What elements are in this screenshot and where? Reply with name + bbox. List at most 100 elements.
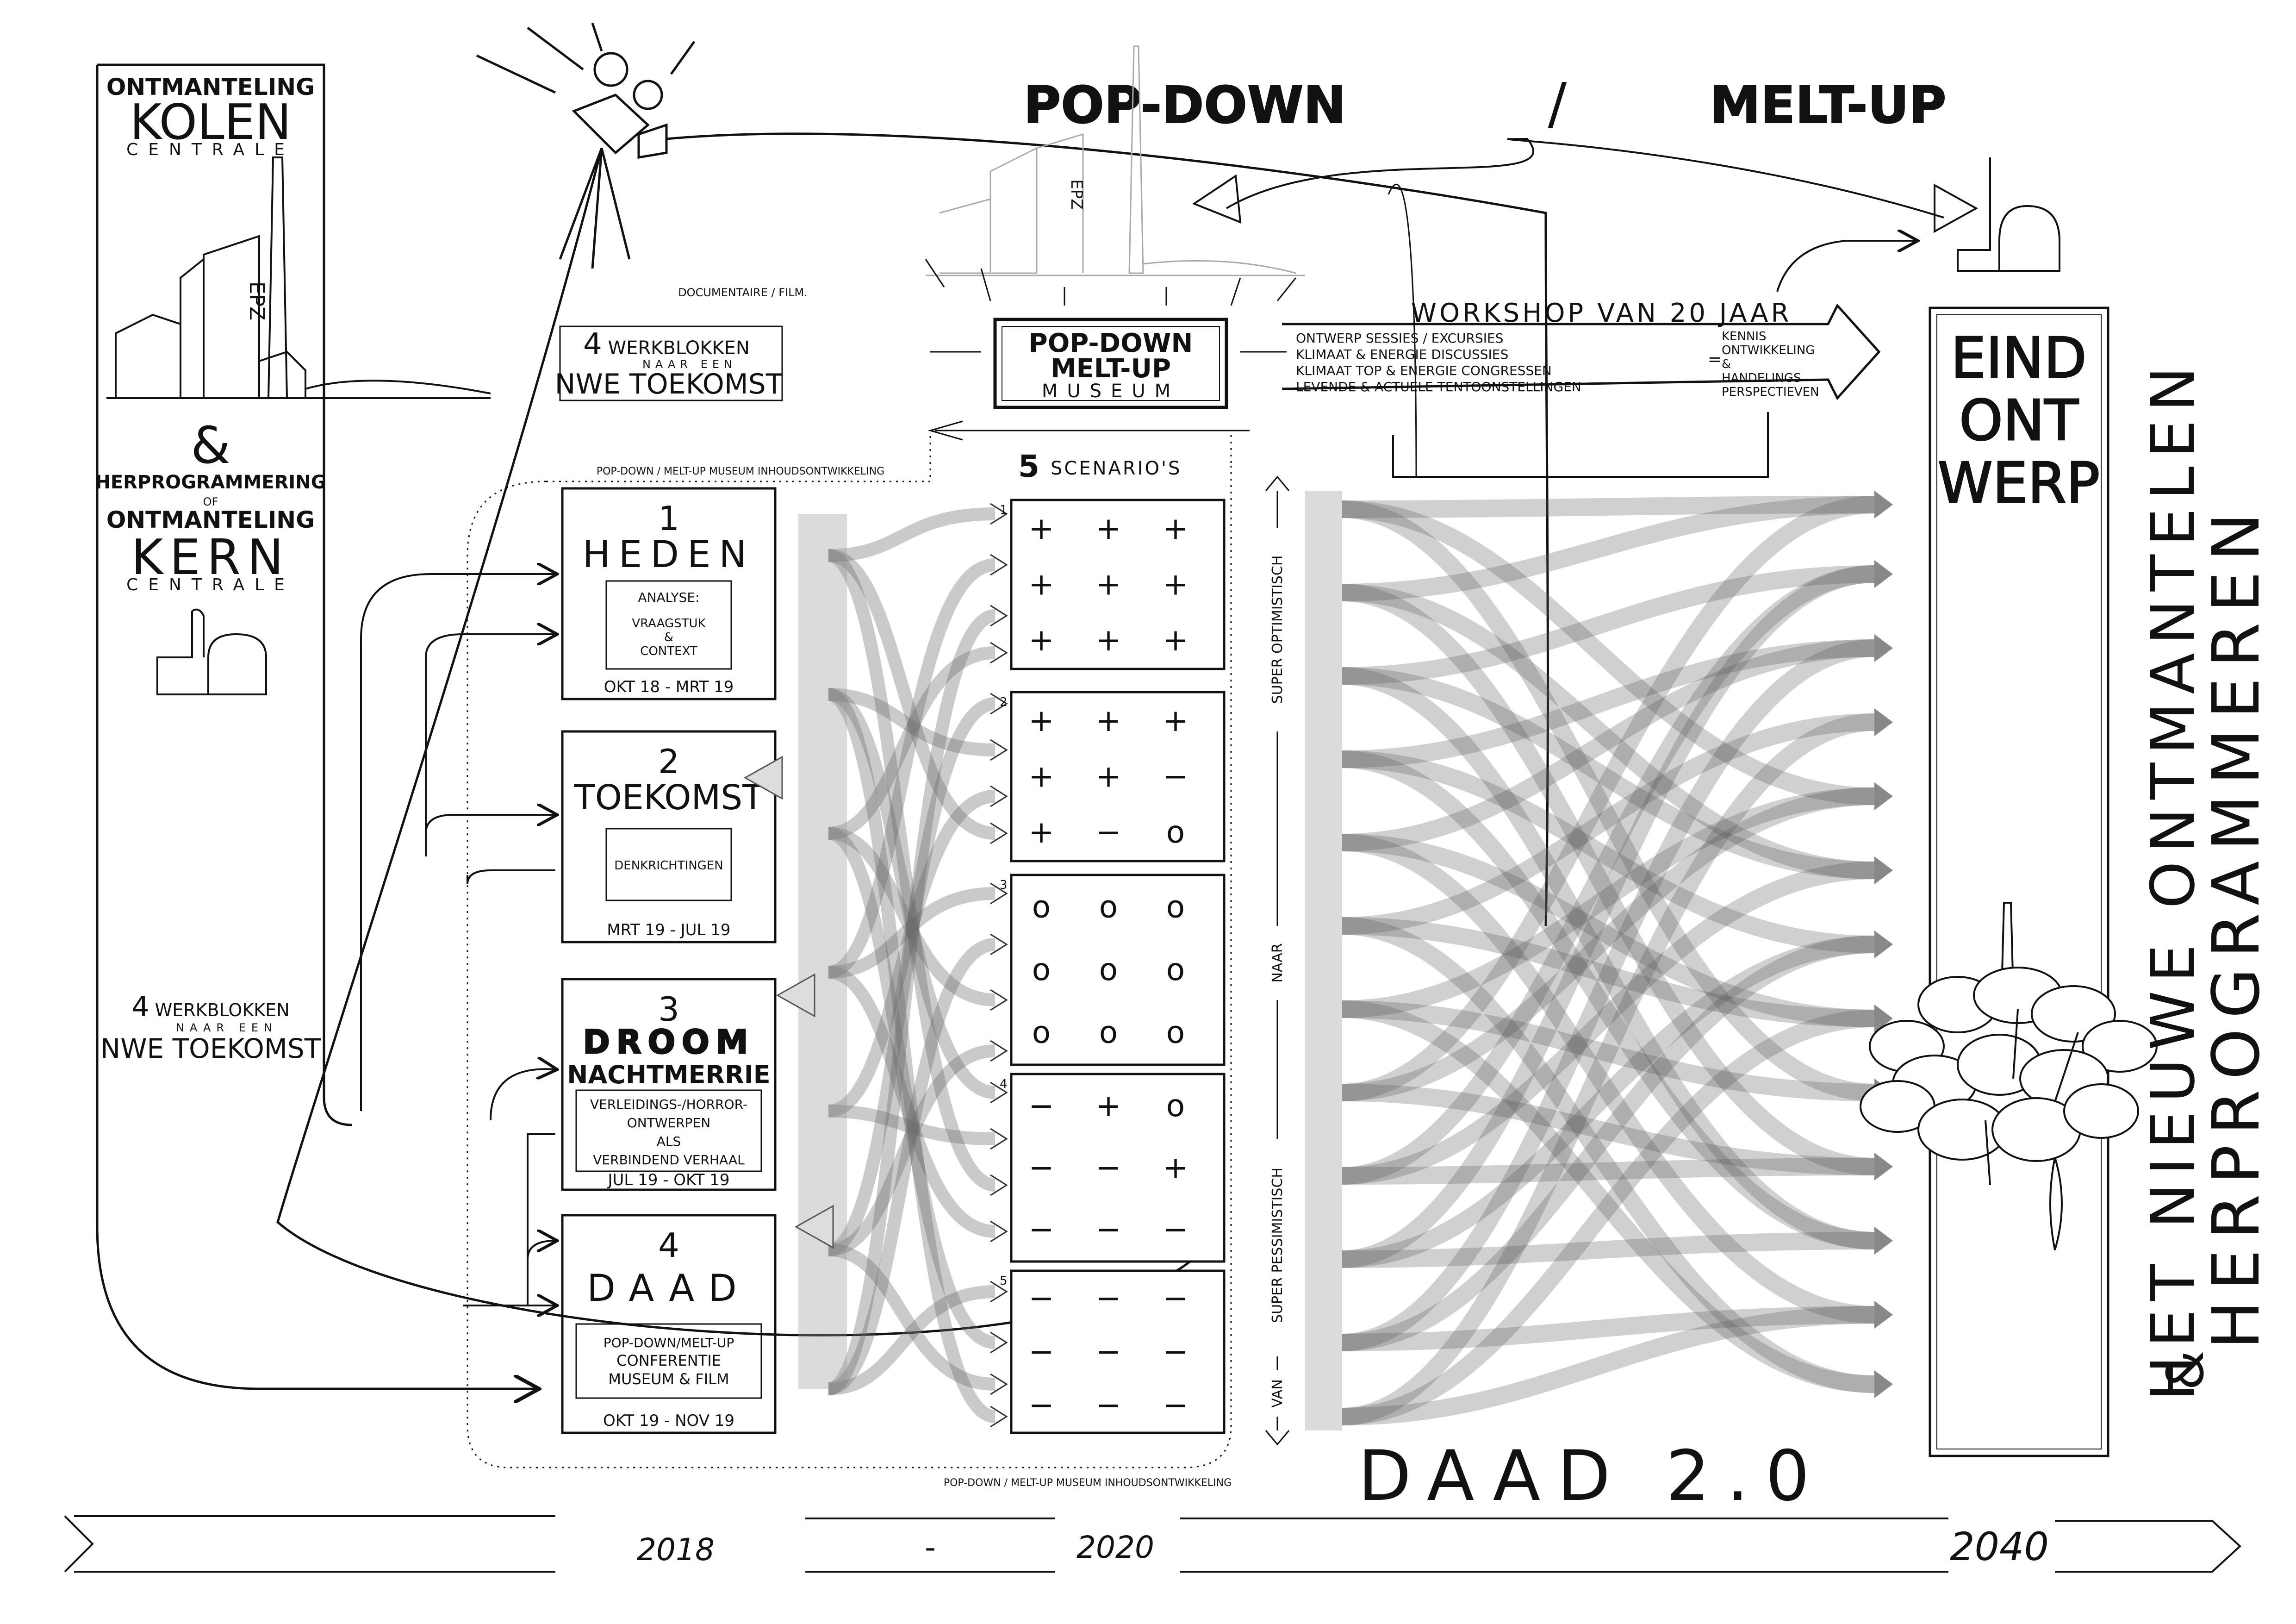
vertical-amp: & [2156,1350,2215,1390]
scenarios-header: 5 SCENARIO'S [1018,449,1180,484]
nuclear-plant-icon [156,608,267,695]
daad-flow-band [1342,1010,1875,1425]
scenario-5-num: 5 [1000,1274,1008,1288]
block-1: 1 HEDEN ANALYSE: VRAAGSTUK & CONTEXT OKT… [561,487,777,700]
flow-arrowhead [990,1174,1008,1196]
flow-band [827,697,996,1256]
axis-bottom: SUPER PESSIMISTISCH [1269,1168,1286,1323]
scenario-3-symbol: o [1166,889,1185,925]
daad-flow-arrowhead [1874,491,1893,518]
daad-flow-band [1342,1158,1875,1185]
scenarios-num: 5 [1018,449,1039,484]
flow-arrowhead [990,503,1008,525]
block-scenario-flows [743,503,1008,1428]
flow-arrowhead [990,1331,1008,1354]
scenario-1-symbol: + [1095,567,1121,602]
eind-line1: EIND [1951,326,2086,391]
scenario-5: 5−−−−−−−−− [1000,1269,1226,1434]
daad-flow-band [1342,936,1875,1268]
block-3-inner-3: VERBINDEND VERHAAL [593,1152,745,1168]
flow-band [828,688,996,756]
flow-band [827,609,996,1395]
scenario-5-symbol: − [1163,1387,1188,1423]
scenario-3-symbol: o [1099,889,1118,925]
daad-flow-arrowhead [1874,1370,1893,1398]
flow-band [828,646,996,840]
museum-line1: POP-DOWN [1029,328,1193,358]
daad-flow-arrowhead [1874,856,1893,884]
daad-flow-band [1342,834,1875,1027]
left-amp: & [191,416,230,475]
scenario-4-symbol: − [1163,1212,1188,1247]
museum-line2: MELT-UP [1051,354,1171,384]
timeline-2040: 2040 [1950,1524,2049,1569]
workshop-result3: HANDELINGS [1722,371,1801,385]
block-1-inner-0: ANALYSE: [638,590,699,605]
left-line6: ONTMANTELING [106,506,315,533]
block-3-title: DROOM [583,1023,755,1061]
plant-icon [1860,902,2158,1250]
museum-epz: EPZ [1067,179,1086,209]
block-1-inner-2: & [664,631,673,644]
scenario-4-symbol: − [1028,1212,1054,1247]
flow-arrowhead [990,822,1008,844]
flow-band [828,688,996,1099]
flow-column [798,514,847,1389]
inhoud-top: POP-DOWN / MELT-UP MUSEUM INHOUDSONTWIKK… [597,466,884,477]
daad-flow-band [1342,750,1875,953]
left-line4: HERPROGRAMMERING [95,472,326,493]
flow-band [828,1044,996,1256]
scenario-2-symbol: o [1166,814,1185,850]
scenario-4-symbol: o [1166,1088,1185,1124]
daad-flow-arrowhead [1874,782,1893,810]
left-epz: EPZ [245,281,268,320]
block-2-inner-0: DENKRICHTINGEN [614,859,723,873]
daad-flow-arrowhead [1874,560,1893,588]
flow-column [1305,491,1342,1430]
scenario-2-symbol: + [1095,703,1121,738]
daad-flow-band [1342,1306,1875,1351]
daad-flow-band [1342,1000,1875,1101]
camera-caption: DOCUMENTAIRE / FILM. [678,286,808,299]
block-4-inner-0: POP-DOWN/MELT-UP [604,1335,734,1350]
left-line3: CENTRALE [126,140,295,159]
inhoud-bottom: POP-DOWN / MELT-UP MUSEUM INHOUDSONTWIKK… [944,1477,1232,1489]
scenario-2-symbol: + [1095,759,1121,794]
flow-band [827,827,996,1349]
flow-arrowhead [990,882,1008,905]
daad-flow-band [1342,667,1875,879]
scenario-5-symbol: − [1095,1280,1121,1316]
left-wb-line2: NAAR EEN [176,1021,278,1034]
flow-back-arrow [743,756,783,800]
camera-icon [276,23,1549,1337]
block-4-dates: OKT 19 - NOV 19 [603,1412,734,1430]
block-3-inner-2: ALS [657,1134,681,1149]
daad-flow-arrowhead [1874,634,1893,662]
axis-van: VAN [1269,1379,1286,1408]
flow-band [828,549,996,840]
scenario-1: 1+++++++++ [1000,499,1226,670]
nuclear-plant-small-icon [1957,157,2060,272]
title-left: POP-DOWN [1024,75,1346,135]
flow-back-arrow [776,973,815,1018]
workshop-result4: PERSPECTIEVEN [1722,385,1819,399]
axis-top: SUPER OPTIMISTISCH [1269,556,1286,704]
daad-flow-arrowhead [1874,708,1893,736]
workshop-item-4: LEVENDE & ACTUELE TENTOONSTELLINGEN [1296,379,1581,394]
top-wb-line3: NWE TOEKOMST [555,368,783,400]
scenario-2-symbol: + [1028,814,1054,850]
scenario-1-num: 1 [1000,503,1008,517]
flow-arrowhead [990,933,1008,956]
daad-flow-arrowhead [1874,1005,1893,1032]
eind-ontwerp: EIND ONT WERP [1860,306,2158,1457]
top-werkblokken: 4 WERKBLOKKEN NAAR EEN NWE TOEKOMST [555,325,783,401]
workshop-result1: KENNIS [1722,330,1767,344]
flow-band [827,688,996,1423]
flow-arrowhead [990,785,1008,807]
scenario-5-symbol: − [1028,1387,1054,1423]
block-3-num: 3 [658,990,679,1029]
scenario-2-num: 2 [1000,695,1008,709]
daad-flow-band [1342,1306,1875,1425]
scenario-3-num: 3 [1000,878,1008,892]
